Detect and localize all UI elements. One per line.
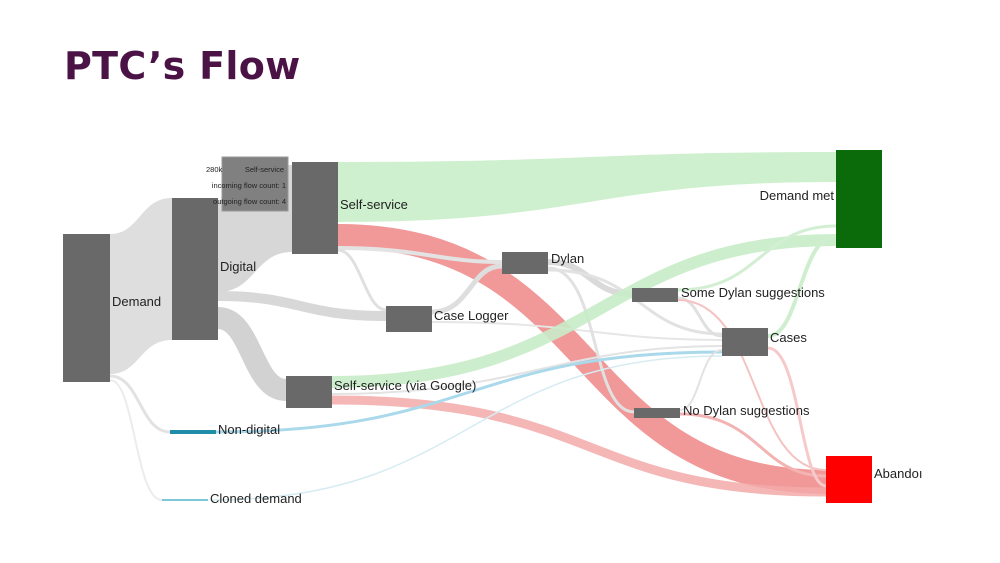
label-self-service: Self-service bbox=[340, 197, 408, 212]
label-case-logger: Case Logger bbox=[434, 308, 509, 323]
sankey-labels: Demand Digital Self-service Non-digital … bbox=[112, 188, 922, 506]
sankey-nodes bbox=[63, 150, 882, 503]
link-no-abandon bbox=[679, 412, 827, 478]
link-selfservice-caselogger bbox=[337, 248, 387, 312]
tooltip-incoming: incoming flow count: 1 bbox=[212, 181, 286, 190]
link-demand-nondigital bbox=[109, 374, 171, 434]
label-dylan: Dylan bbox=[551, 251, 584, 266]
tooltip-node: Self-service bbox=[245, 165, 284, 174]
link-no-cases bbox=[679, 349, 723, 411]
link-selfservice-dylan bbox=[337, 246, 503, 264]
link-selfservice-demandmet bbox=[338, 152, 836, 222]
page-title: PTC’s Flow bbox=[64, 44, 301, 88]
node-no-dylan-suggestions[interactable] bbox=[634, 408, 680, 418]
tooltip-outgoing: outgoing flow count: 4 bbox=[213, 197, 286, 206]
node-demand-met[interactable] bbox=[836, 150, 882, 248]
label-digital: Digital bbox=[220, 259, 256, 274]
link-selfservice-abandon bbox=[337, 224, 827, 494]
node-cloned-demand[interactable] bbox=[162, 499, 208, 501]
link-cloned-cases bbox=[211, 355, 723, 501]
label-cases: Cases bbox=[770, 330, 807, 345]
label-self-service-google: Self-service (via Google) bbox=[334, 378, 476, 393]
node-tooltip: 280k Self-service incoming flow count: 1… bbox=[206, 156, 289, 212]
link-some-demandmet bbox=[677, 224, 837, 292]
node-self-service[interactable] bbox=[292, 162, 338, 254]
node-abandon[interactable] bbox=[826, 456, 872, 503]
link-demand-cloned bbox=[109, 379, 163, 501]
link-caselogger-cases bbox=[431, 321, 723, 341]
label-some-dylan-suggestions: Some Dylan suggestions bbox=[681, 285, 825, 300]
tooltip-box bbox=[221, 156, 289, 212]
sankey-links bbox=[109, 152, 837, 501]
node-digital[interactable] bbox=[172, 198, 218, 340]
node-case-logger[interactable] bbox=[386, 306, 432, 332]
label-cloned-demand: Cloned demand bbox=[210, 491, 302, 506]
link-some-abandon bbox=[677, 299, 827, 471]
link-caselogger-dylan bbox=[431, 263, 503, 315]
tooltip-value: 280k bbox=[206, 165, 223, 174]
link-some-cases bbox=[677, 296, 723, 338]
link-digital-google bbox=[216, 307, 288, 401]
label-non-digital: Non-digital bbox=[218, 422, 280, 437]
link-demand-digital bbox=[110, 198, 172, 374]
link-nondigital-cases bbox=[215, 350, 723, 434]
node-non-digital[interactable] bbox=[170, 430, 216, 434]
link-cases-demandmet bbox=[767, 234, 837, 338]
label-no-dylan-suggestions: No Dylan suggestions bbox=[683, 403, 810, 418]
node-cases[interactable] bbox=[722, 328, 768, 356]
link-digital-caselogger bbox=[217, 291, 387, 321]
label-demand-met: Demand met bbox=[760, 188, 835, 203]
link-google-demandmet bbox=[331, 234, 837, 388]
node-dylan[interactable] bbox=[502, 252, 548, 274]
label-demand: Demand bbox=[112, 294, 161, 309]
label-abandon: Abandoı bbox=[874, 466, 922, 481]
link-cases-abandon bbox=[767, 346, 827, 488]
node-some-dylan-suggestions[interactable] bbox=[632, 288, 678, 302]
node-demand[interactable] bbox=[63, 234, 110, 382]
node-self-service-google[interactable] bbox=[286, 376, 332, 408]
link-dylan-no bbox=[547, 266, 635, 414]
link-google-cases bbox=[331, 345, 723, 395]
